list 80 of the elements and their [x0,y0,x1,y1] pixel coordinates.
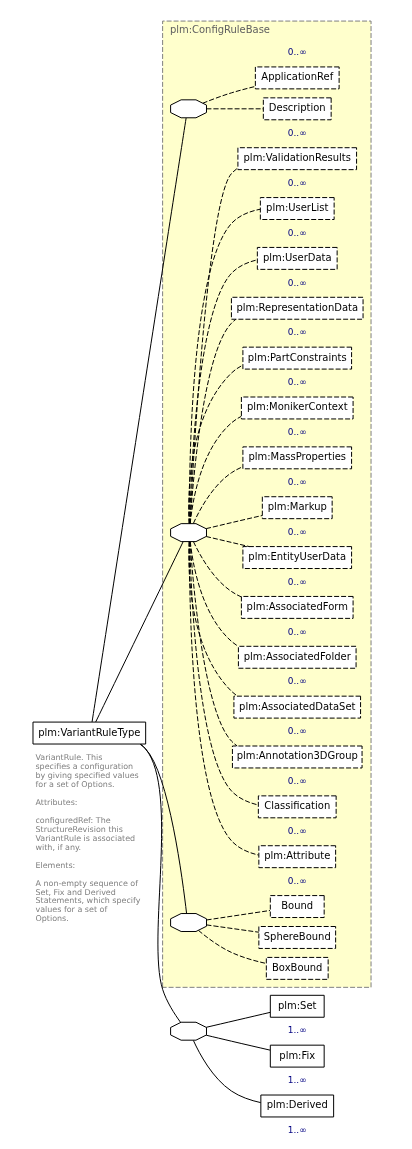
node-label: 1..∞ [287,1025,307,1036]
node-box: plm:UserData [256,246,338,270]
node-label: 0..∞ [287,776,307,787]
node-box: plm:Attribute [258,845,337,869]
connector [91,117,187,723]
node-box: plm:MassProperties [242,446,353,470]
connector [205,515,263,530]
connector [189,167,239,524]
connector [202,85,256,104]
connector [206,108,264,110]
connector [205,536,250,548]
node-label: 0..∞ [287,825,307,836]
connector [189,259,258,524]
node-label: 0..∞ [287,476,307,487]
node-label: 0..∞ [287,277,307,288]
node-box: plm:ValidationResults [237,147,358,171]
node-box: plm:Annotation3DGroup [231,745,363,769]
connector [193,541,242,598]
node-box: ApplicationRef [254,66,340,90]
connector [188,208,261,524]
connector [189,541,259,806]
connector [189,541,239,647]
connector [205,1011,271,1028]
node-label: 0..∞ [287,676,307,687]
node-label: A non-empty sequence of Set, Fix and Derived Statements, which specify values for a set of Options. [35,878,141,924]
node-label: 0..∞ [287,177,307,188]
node-label: 0..∞ [287,726,307,737]
node-label: 0..∞ [287,327,307,338]
node-box: plm:AssociatedForm [240,595,354,619]
node-box: plm:RepresentationData [230,296,364,320]
node-octagon [170,1021,207,1041]
node-label: 0..∞ [287,875,307,886]
node-box: plm:Set [269,994,325,1018]
connector [206,910,271,921]
node-box: plm:UserList [259,197,335,220]
node-box: SphereBound [258,926,337,949]
node-box: plm:AssociatedDataSet [233,695,362,719]
node-label: 1..∞ [287,1075,307,1086]
node-box: plm:EntityUserData [242,546,353,569]
connector [189,541,238,747]
connector [192,466,244,524]
node-box: BoxBound [265,956,329,980]
node-label: Attributes: [35,797,78,807]
node-box: plm:Derived [260,1094,335,1118]
node-label: 0..∞ [287,47,307,58]
node-label: VariantRule. This specifies a configuration by giving specified values for a set of Options. [35,752,139,789]
node-label: 0..∞ [287,377,307,388]
node-box: plm:MonikerContext [240,396,354,420]
connector [188,364,244,524]
node-label: Elements: [35,860,76,870]
node-label: 0..∞ [287,227,307,238]
node-box: plm:Markup [261,496,333,520]
connector [189,318,237,525]
node-label: 0..∞ [287,526,307,537]
connector [139,743,188,914]
node-label: configuredRef: The StructureRevision this VariantRule is associated with, if any. [35,815,136,852]
node-box: plm:AssociatedFolder [237,645,357,669]
node-octagon [170,523,207,543]
node-box: Description [262,97,332,121]
node-octagon [170,99,207,119]
node-box: plm:VariantRuleType [32,721,147,745]
node-box: plm:Fix [269,1044,325,1068]
node-box: plm:PartConstraints [242,346,353,370]
node-box: Bound [269,895,325,919]
connector [198,930,267,964]
node-label: 0..∞ [287,427,307,438]
connector [192,1040,262,1104]
node-label: 1..∞ [287,1125,307,1136]
node-label: 0..∞ [287,626,307,637]
connector [205,1034,271,1051]
node-box: Classification [257,795,337,819]
connector [206,924,260,933]
connector [189,415,242,524]
connector [188,541,238,697]
connector [95,541,184,723]
node-label: 0..∞ [287,127,307,138]
connector [188,541,260,856]
connector [140,743,181,1023]
node-label: 0..∞ [287,576,307,587]
node-octagon [170,913,207,932]
